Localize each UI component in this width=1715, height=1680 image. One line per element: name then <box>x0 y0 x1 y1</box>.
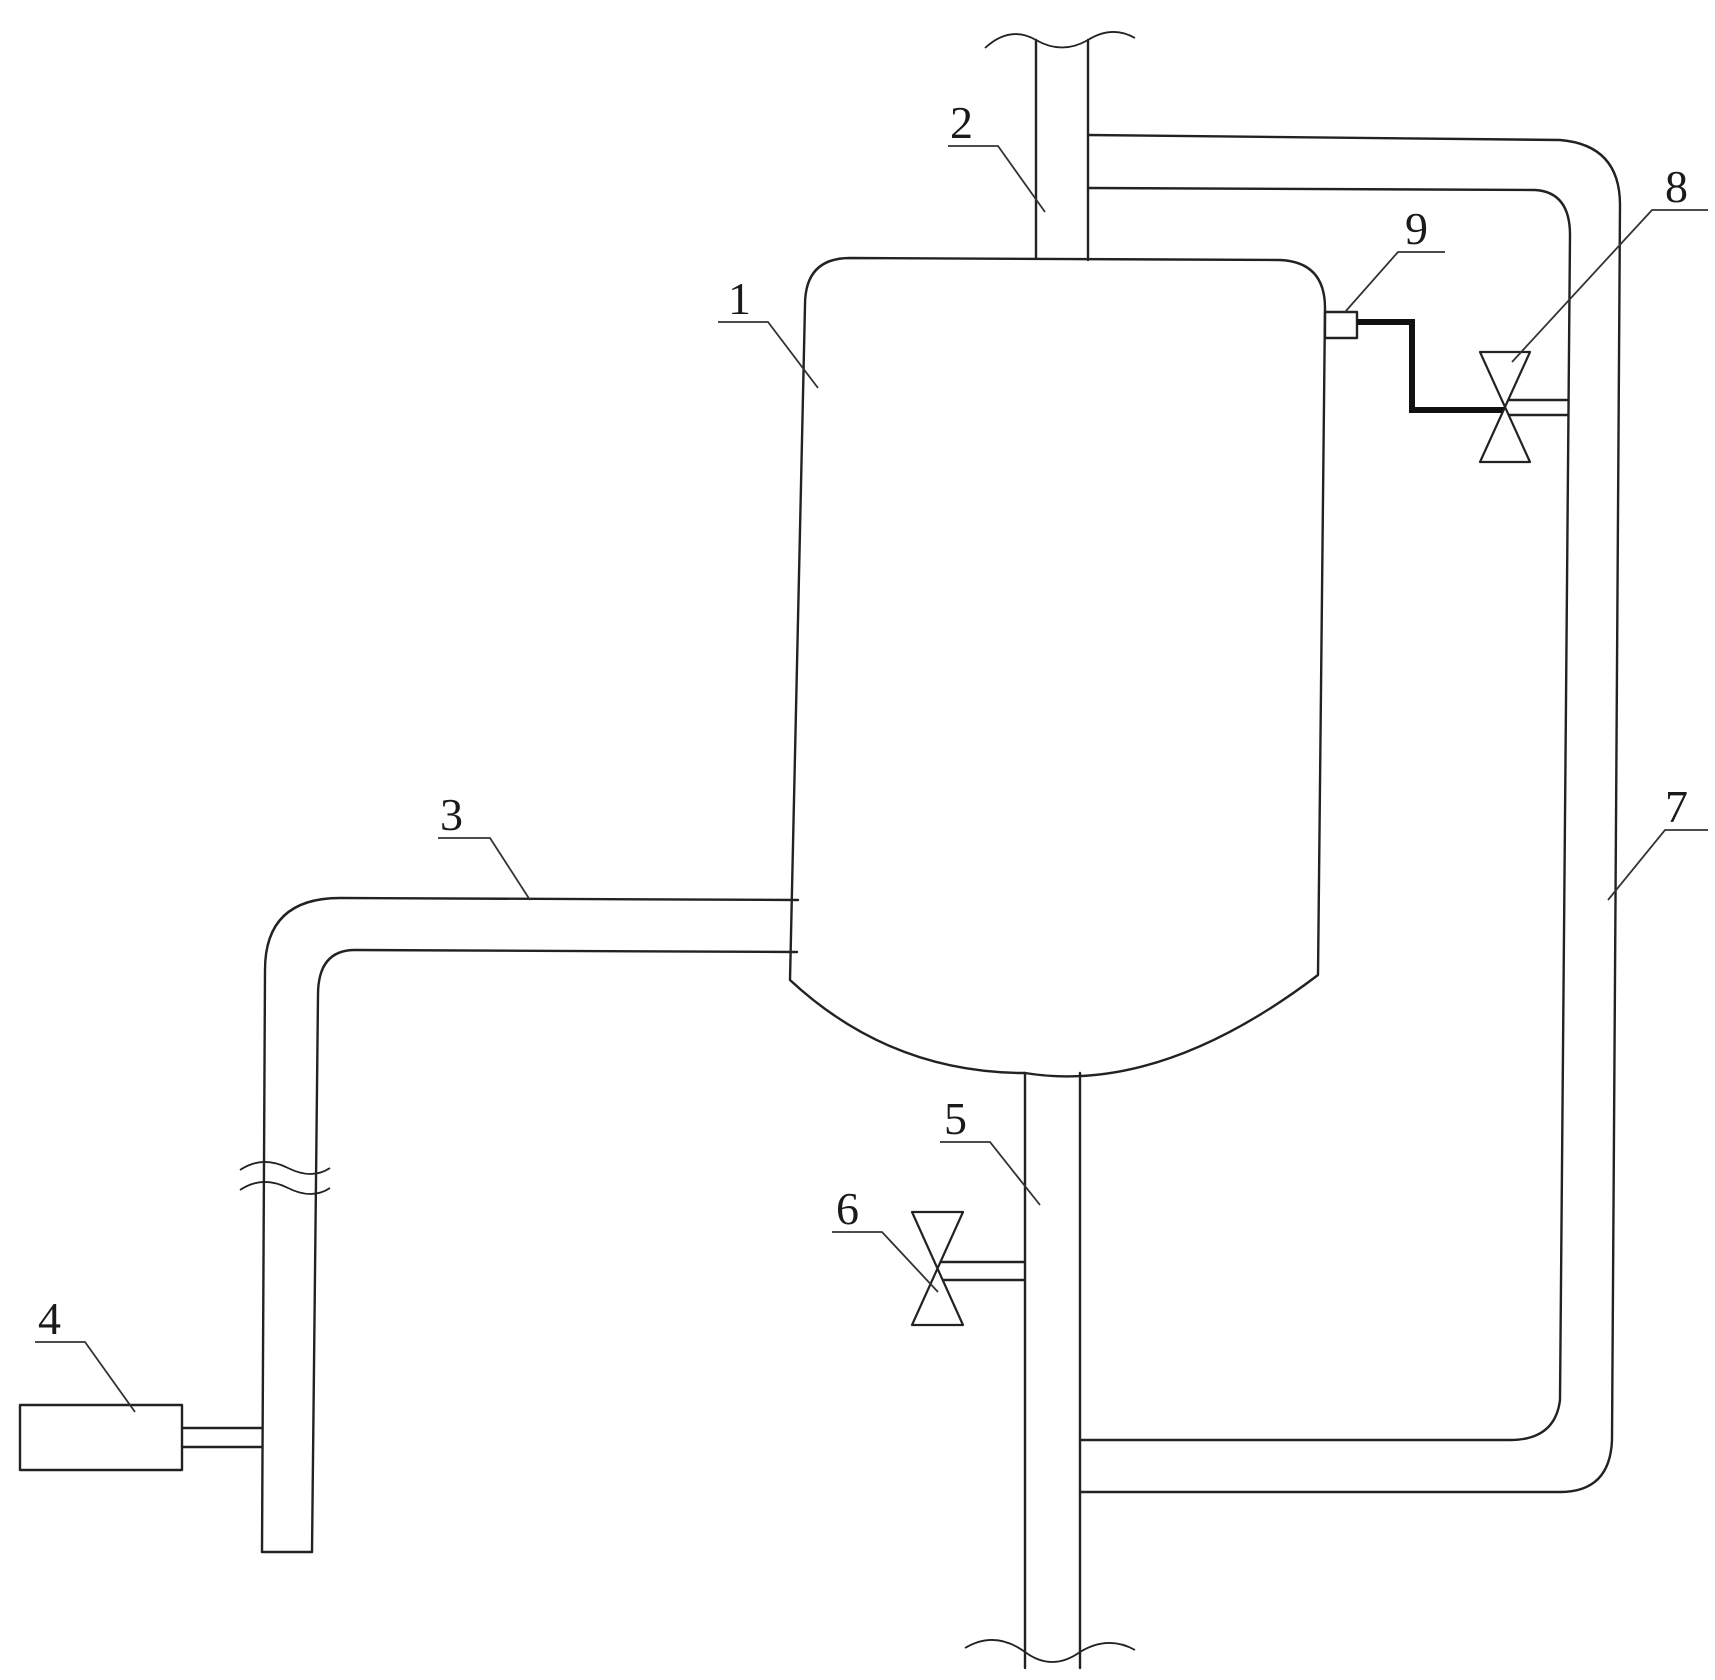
signal-line <box>1357 319 1505 413</box>
vessel-body <box>788 256 1327 1078</box>
label-side-pipe: 3 <box>440 789 463 840</box>
label-drain-valve: 6 <box>836 1183 859 1234</box>
top-outlet-pipe <box>984 31 1136 262</box>
label-vessel: 1 <box>728 273 751 324</box>
level-sensor <box>1323 310 1359 340</box>
drain-valve <box>910 1210 1027 1327</box>
label-bypass-loop-pipe: 7 <box>1665 781 1688 832</box>
label-pump-unit: 4 <box>38 1293 61 1344</box>
label-bottom-pipe: 5 <box>944 1093 967 1144</box>
bottom-pipe <box>964 1071 1136 1670</box>
label-top-outlet-pipe: 2 <box>950 97 973 148</box>
pump-unit <box>18 1403 264 1472</box>
label-level-sensor: 9 <box>1405 203 1428 254</box>
control-valve <box>1478 350 1570 464</box>
leader-lines <box>35 145 1708 1413</box>
side-pipe <box>239 896 800 1554</box>
label-control-valve: 8 <box>1665 161 1688 212</box>
bypass-loop-pipe <box>1078 133 1622 1494</box>
